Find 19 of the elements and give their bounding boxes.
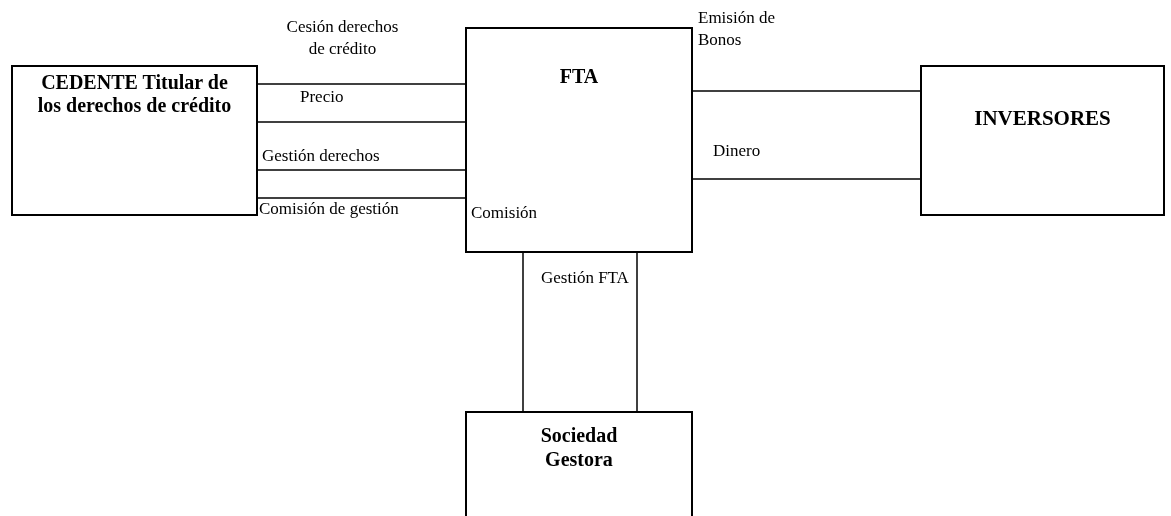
entity-box: Sociedad Gestora	[465, 411, 693, 516]
entity-box: CEDENTE Titular de los derechos de crédito	[11, 65, 258, 216]
edge-label: Cesión derechos de crédito	[285, 16, 400, 60]
flow-label: Comisión	[471, 202, 538, 224]
connector-line	[257, 169, 466, 171]
connector-line	[522, 252, 524, 412]
flow-label: Gestión FTA	[541, 267, 629, 289]
connector-line	[692, 178, 921, 180]
connector-line	[257, 197, 466, 199]
connector-line	[257, 83, 466, 85]
edge-label: Precio	[300, 86, 345, 108]
connector-line	[692, 90, 921, 92]
edge-label: Emisión de Bonos	[698, 7, 776, 51]
entity-box: INVERSORES	[920, 65, 1165, 216]
connector-line	[257, 121, 466, 123]
edge-label: Dinero	[713, 140, 762, 162]
connector-line	[636, 252, 638, 412]
edge-label: Gestión derechos	[262, 145, 381, 167]
edge-label: Comisión de gestión	[259, 198, 400, 220]
